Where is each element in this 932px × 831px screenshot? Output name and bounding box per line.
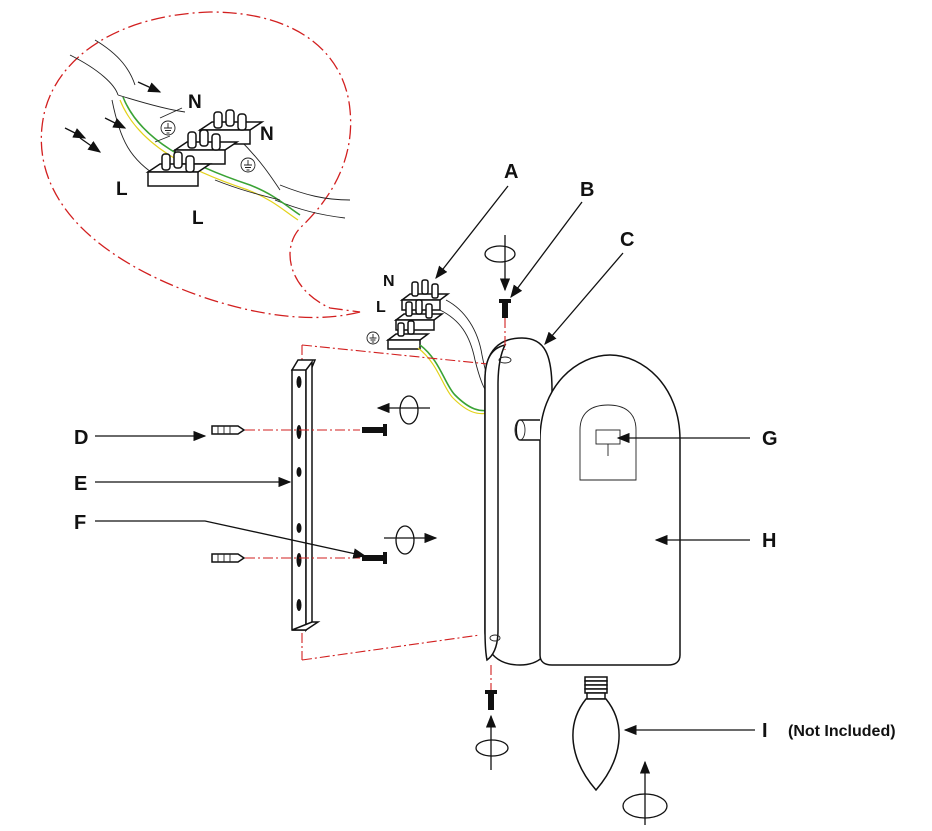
terminal-block-main bbox=[385, 279, 451, 350]
rotation-arrow-icon bbox=[622, 760, 668, 825]
wall-bracket bbox=[290, 344, 499, 661]
not-included-note: (Not Included) bbox=[788, 723, 896, 740]
part-label-g: G bbox=[762, 428, 778, 450]
direction-arrow-icon bbox=[64, 127, 87, 139]
rotation-arrow-icon bbox=[384, 525, 438, 555]
rotation-arrow-icon bbox=[484, 235, 516, 292]
screw-icon bbox=[362, 424, 387, 436]
part-label-h: H bbox=[762, 530, 776, 552]
terminal-block-l bbox=[145, 151, 213, 187]
ground-symbol-icon bbox=[366, 331, 380, 345]
candle-bulb-icon bbox=[572, 676, 620, 792]
part-label-i: I bbox=[762, 720, 768, 742]
direction-arrow-icon bbox=[104, 117, 127, 129]
callout-label-n-wire: N bbox=[188, 92, 202, 113]
callout-label-l-wire: L bbox=[116, 179, 128, 200]
direction-arrow-icon bbox=[79, 137, 102, 153]
terminal-block-earth bbox=[172, 129, 240, 165]
wall-plug-icon bbox=[211, 425, 246, 435]
direction-arrow-icon bbox=[137, 81, 162, 93]
rotation-arrow-icon bbox=[475, 714, 509, 770]
rotation-arrow-icon bbox=[376, 395, 430, 425]
screw-icon bbox=[485, 690, 497, 710]
terminal-block-n bbox=[197, 109, 265, 145]
screw-icon bbox=[499, 299, 511, 318]
screw-icon bbox=[362, 552, 387, 564]
lamp-shade bbox=[514, 354, 681, 666]
callout-label-l-terminal: L bbox=[192, 208, 204, 229]
wall-plug-icon bbox=[211, 553, 246, 563]
wiring-detail-callout: N N L L bbox=[40, 11, 361, 319]
part-label-c: C bbox=[620, 229, 634, 251]
part-label-f: F bbox=[74, 512, 86, 534]
terminal-label-l: L bbox=[376, 299, 386, 316]
part-label-a: A bbox=[504, 161, 518, 183]
part-label-d: D bbox=[74, 427, 88, 449]
part-label-e: E bbox=[74, 473, 87, 495]
part-label-b: B bbox=[580, 179, 594, 201]
ground-symbol-icon bbox=[240, 157, 256, 173]
terminal-label-n: N bbox=[383, 273, 395, 290]
callout-label-n-terminal: N bbox=[260, 124, 274, 145]
ground-symbol-icon bbox=[160, 120, 176, 136]
